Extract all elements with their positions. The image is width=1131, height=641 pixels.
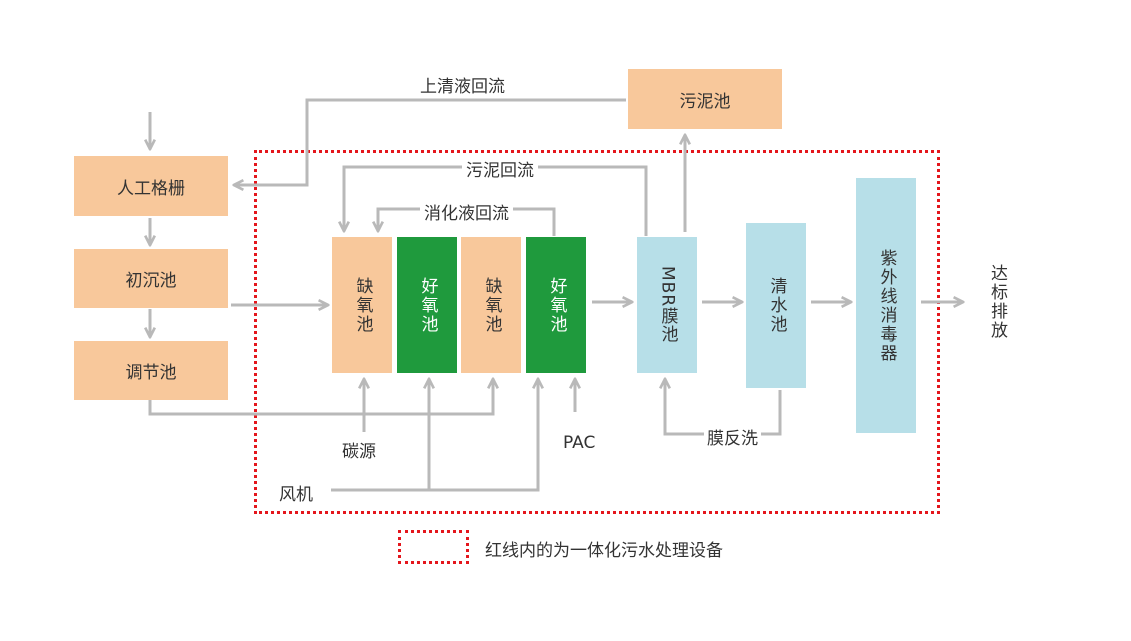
primary-settling-label: 初沉池: [125, 271, 177, 291]
nitrified-return-label: 消化液回流: [420, 199, 513, 224]
aerobic-2-label: 好氧池: [546, 276, 567, 334]
sludge-return-label: 污泥回流: [462, 156, 538, 181]
anoxic-2-box: 缺氧池: [461, 237, 521, 373]
anoxic-2-label: 缺氧池: [481, 276, 502, 334]
primary-settling-box: 初沉池: [74, 249, 228, 308]
mbr-label: MBR膜池: [657, 266, 678, 344]
uv-disinfector-label: 紫外线消毒器: [876, 248, 897, 363]
grille-box: 人工格栅: [74, 156, 228, 216]
supernatant-return-line: [235, 98, 626, 185]
blower-to-aerobic1-arrow: [331, 380, 429, 492]
sludge-tank-label: 污泥池: [679, 91, 731, 112]
equalization-label: 调节池: [125, 363, 177, 383]
legend-text: 红线内的为一体化污水处理设备: [485, 541, 723, 561]
membrane-backwash-label: 膜反洗: [704, 424, 761, 449]
supernatant-return-label: 上清液回流: [420, 77, 505, 97]
clear-water-label: 清水池: [766, 277, 787, 334]
uv-disinfector-box: 紫外线消毒器: [856, 178, 916, 433]
pac-label: PAC: [563, 433, 596, 453]
equalization-to-anoxic2-line: [148, 380, 493, 416]
clear-water-box: 清水池: [746, 223, 806, 388]
integrated-equipment-frame: [254, 150, 940, 514]
blower-label: 风机: [279, 485, 313, 505]
aerobic-1-label: 好氧池: [417, 276, 438, 334]
anoxic-1-box: 缺氧池: [332, 237, 392, 373]
legend-swatch: [398, 530, 469, 564]
aerobic-2-box: 好氧池: [526, 237, 586, 373]
equalization-box: 调节池: [74, 341, 228, 400]
carbon-source-label: 碳源: [342, 442, 376, 462]
discharge-label: 达标排放: [987, 264, 1007, 340]
blower-to-aerobic2-arrow: [429, 380, 538, 492]
anoxic-1-label: 缺氧池: [352, 276, 373, 334]
mbr-box: MBR膜池: [637, 237, 697, 373]
aerobic-1-box: 好氧池: [397, 237, 457, 373]
grille-label: 人工格栅: [117, 178, 185, 199]
sludge-tank-box: 污泥池: [628, 69, 782, 129]
